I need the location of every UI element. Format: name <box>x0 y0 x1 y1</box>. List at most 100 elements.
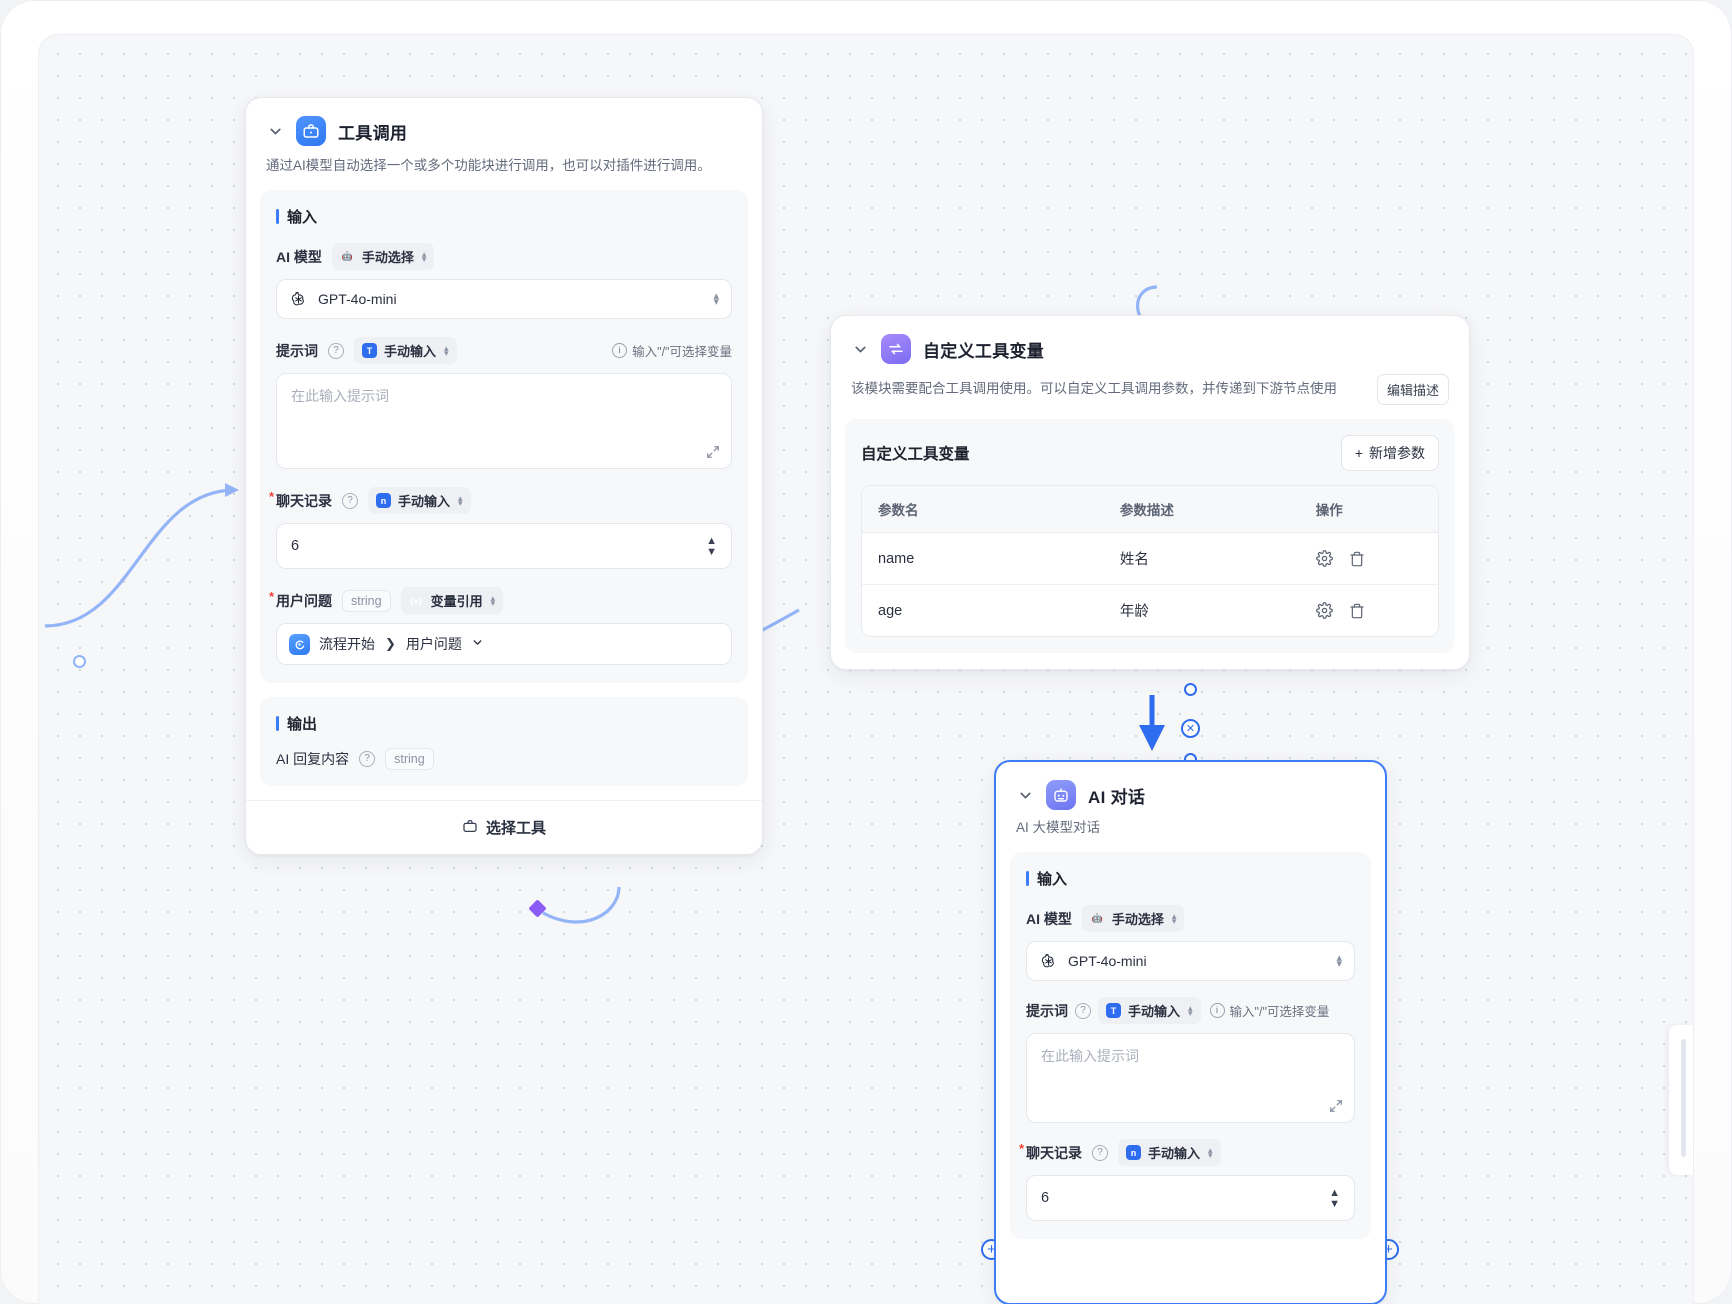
section-accent-bar <box>276 716 279 732</box>
info-icon: i <box>1209 1003 1225 1019</box>
variables-icon <box>881 334 911 364</box>
number-stepper[interactable]: ▲▼ <box>706 534 717 558</box>
stepper-down-icon[interactable]: ▼ <box>1329 1197 1340 1210</box>
stepper-down-icon[interactable]: ▼ <box>706 545 717 558</box>
prompt-textarea[interactable]: 在此输入提示词 <box>276 373 732 470</box>
history-label: 聊天记录 <box>269 489 332 511</box>
stepper-up-icon[interactable]: ▲ <box>706 534 717 547</box>
section-title-text: 输入 <box>1037 871 1068 889</box>
question-variable-picker[interactable]: 流程开始 ❯ 用户问题 <box>276 623 732 666</box>
table-row[interactable]: name 姓名 <box>862 533 1438 585</box>
field-model-label-row: AI 模型 🤖 手动选择 ▴▾ <box>276 243 732 271</box>
history-number-input[interactable]: 6 ▲▼ <box>276 523 732 570</box>
model-select[interactable]: GPT-4o-mini ▴▾ <box>1026 941 1355 982</box>
cell-param-name: name <box>862 533 1104 585</box>
prompt-hint: i 输入"/"可选择变量 <box>1209 1001 1330 1020</box>
prompt-mode-select[interactable]: T 手动输入 ▴▾ <box>1098 997 1201 1025</box>
chevron-updown-icon: ▴▾ <box>490 592 496 608</box>
robot-icon <box>1046 780 1076 810</box>
cell-param-desc: 年龄 <box>1119 604 1149 620</box>
robot-icon: 🤖 <box>1091 913 1103 924</box>
add-param-button[interactable]: + 新增参数 <box>1340 435 1439 471</box>
help-icon[interactable]: ? <box>342 492 358 509</box>
number-input-icon: n <box>376 493 391 509</box>
prompt-label: 提示词 <box>1026 1002 1068 1019</box>
chevron-down-icon[interactable] <box>1016 786 1034 804</box>
node-description-text: AI 大模型对话 <box>1016 820 1101 835</box>
model-mode-label: 手动选择 <box>1111 912 1164 928</box>
trash-icon[interactable] <box>1349 551 1365 567</box>
chevron-down-icon[interactable] <box>851 340 869 358</box>
vars-header: 自定义工具变量 该模块需要配合工具调用使用。可以自定义工具调用参数，并传递到下游… <box>831 316 1469 405</box>
history-value: 6 <box>291 538 300 555</box>
robot-icon: 🤖 <box>341 251 353 262</box>
help-icon[interactable]: ? <box>1075 1002 1091 1019</box>
chevron-down-icon[interactable] <box>471 636 484 652</box>
plus-icon: + <box>1354 445 1363 461</box>
select-tool-button[interactable]: 选择工具 <box>246 800 762 854</box>
chevron-down-icon[interactable] <box>266 122 284 140</box>
edit-description-button[interactable]: 编辑描述 <box>1376 374 1449 405</box>
number-stepper[interactable]: ▲▼ <box>1329 1186 1340 1210</box>
chevron-updown-icon: ▴▾ <box>1208 1144 1213 1160</box>
help-icon[interactable]: ? <box>359 751 376 768</box>
history-mode-label: 手动输入 <box>1148 1146 1201 1162</box>
history-mode-select[interactable]: n 手动输入 ▴▾ <box>368 487 471 515</box>
question-mode-select[interactable]: {x} 变量引用 ▴▾ <box>400 587 504 615</box>
gear-icon[interactable] <box>1315 550 1333 567</box>
gear-icon[interactable] <box>1315 602 1333 619</box>
vars-panel-title: 自定义工具变量 <box>861 446 970 463</box>
port-canvas-left[interactable] <box>73 655 86 668</box>
prompt-placeholder: 在此输入提示词 <box>291 388 389 405</box>
question-ref-source: 流程开始 <box>319 636 375 653</box>
canvas-scrollbar[interactable] <box>1669 1025 1693 1175</box>
model-mode-label: 手动选择 <box>361 250 414 266</box>
breadcrumb-separator: ❯ <box>385 636 396 652</box>
expand-icon[interactable] <box>1329 1099 1343 1113</box>
port-vars-out[interactable] <box>1184 683 1197 696</box>
edge-start-to-toolcall <box>44 488 236 628</box>
stepper-up-icon[interactable]: ▲ <box>1329 1186 1340 1199</box>
info-icon: i <box>612 343 628 359</box>
workflow-canvas[interactable]: ✕ + + 工具调用 <box>38 34 1694 1304</box>
trash-icon[interactable] <box>1349 603 1365 619</box>
section-title-output: 输出 <box>276 713 732 734</box>
node-description: 通过AI模型自动选择一个或多个功能块进行调用，也可以对插件进行调用。 <box>266 156 742 176</box>
ai-chat-input-section: 输入 AI 模型 🤖 手动选择 ▴▾ GP <box>1010 852 1371 1240</box>
question-label: 用户问题 <box>269 589 332 611</box>
tool-call-input-section: 输入 AI 模型 🤖 手动选择 ▴▾ <box>260 190 748 684</box>
column-param-name: 参数名 <box>862 486 1104 533</box>
field-history-label-row: 聊天记录 ? n 手动输入 ▴▾ <box>269 487 732 515</box>
node-title: AI 对话 <box>1088 787 1146 807</box>
history-mode-select[interactable]: n 手动输入 ▴▾ <box>1118 1139 1221 1167</box>
model-mode-select[interactable]: 🤖 手动选择 ▴▾ <box>1081 905 1185 933</box>
expand-icon[interactable] <box>706 445 720 459</box>
output-type-tag: string <box>385 748 434 771</box>
table-row[interactable]: age 年龄 <box>862 585 1438 636</box>
edge-delete-button[interactable]: ✕ <box>1181 719 1200 738</box>
field-history-label-row: 聊天记录 ? n 手动输入 ▴▾ <box>1019 1139 1355 1167</box>
model-mode-select[interactable]: 🤖 手动选择 ▴▾ <box>331 243 435 271</box>
question-mode-label: 变量引用 <box>430 594 483 610</box>
model-select[interactable]: GPT-4o-mini ▴▾ <box>276 279 732 320</box>
prompt-mode-select[interactable]: T 手动输入 ▴▾ <box>354 337 457 365</box>
node-description: AI 大模型对话 <box>1016 818 1365 838</box>
help-icon[interactable]: ? <box>1092 1144 1108 1161</box>
node-ai-chat[interactable]: AI 对话 AI 大模型对话 输入 AI 模型 🤖 <box>994 760 1387 1304</box>
node-custom-tool-vars[interactable]: 自定义工具变量 该模块需要配合工具调用使用。可以自定义工具调用参数，并传递到下游… <box>830 315 1470 670</box>
cell-actions <box>1299 533 1438 585</box>
history-number-input[interactable]: 6 ▲▼ <box>1026 1175 1355 1222</box>
table-header-row: 参数名 参数描述 操作 <box>862 486 1438 533</box>
question-ref-field: 用户问题 <box>405 636 462 653</box>
prompt-textarea[interactable]: 在此输入提示词 <box>1026 1033 1355 1124</box>
help-icon[interactable]: ? <box>328 342 344 359</box>
openai-icon <box>1039 952 1058 971</box>
prompt-hint-text: 输入"/"可选择变量 <box>1229 1005 1330 1020</box>
scrollbar-thumb[interactable] <box>1681 1039 1686 1157</box>
node-tool-call[interactable]: 工具调用 通过AI模型自动选择一个或多个功能块进行调用，也可以对插件进行调用。 … <box>245 97 763 856</box>
port-toolcall-tool-diamond[interactable] <box>528 899 547 918</box>
prompt-hint: i 输入"/"可选择变量 <box>612 341 732 360</box>
openai-icon <box>289 290 308 309</box>
text-input-icon: T <box>1106 1003 1121 1019</box>
